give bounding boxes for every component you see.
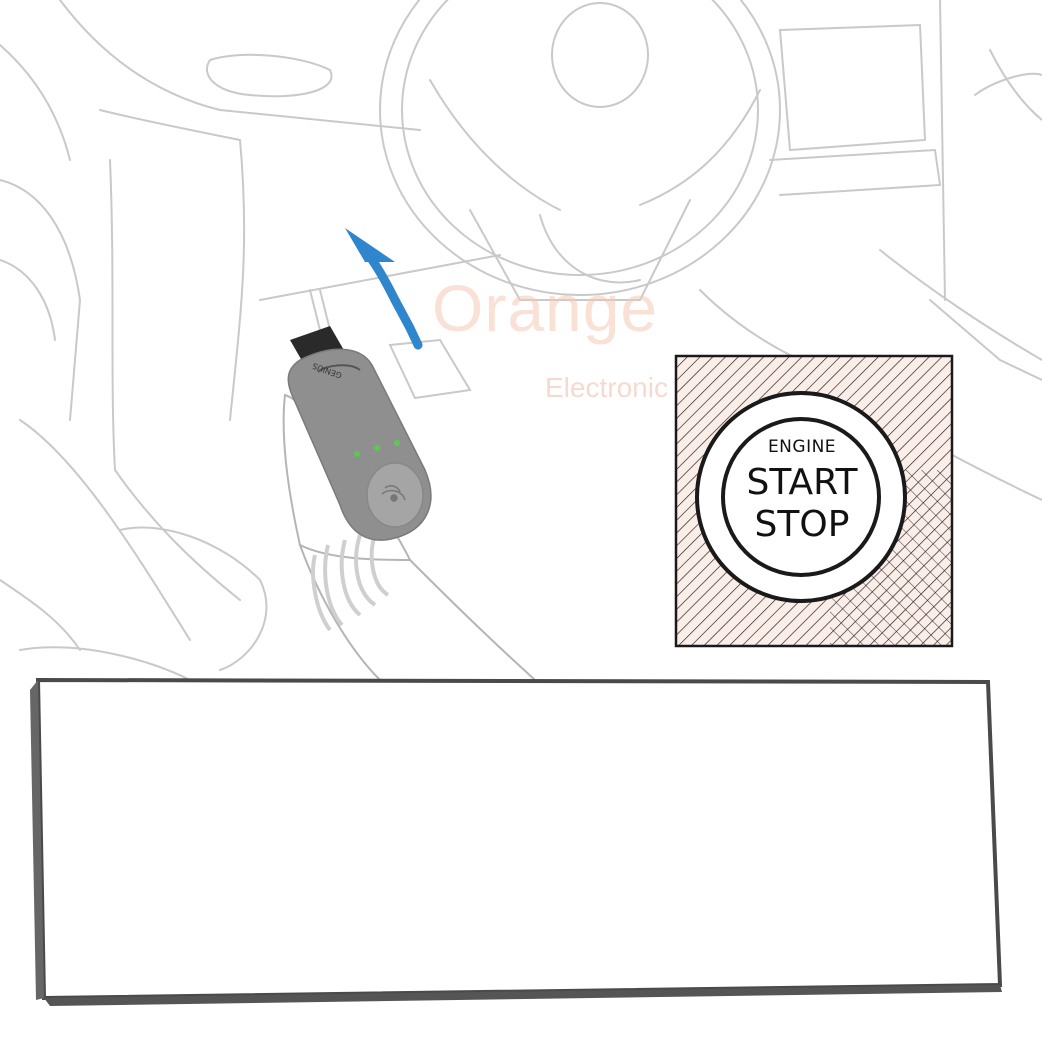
steering-wheel-outer xyxy=(379,0,781,296)
start-label: START xyxy=(746,462,858,503)
text-panel xyxy=(35,677,1003,1001)
steering-wheel-hub xyxy=(551,2,649,108)
start-stop-inset xyxy=(674,354,954,648)
stop-label: STOP xyxy=(754,504,850,545)
obd-port-outline xyxy=(388,338,472,400)
bracelet xyxy=(311,554,332,632)
engine-label: ENGINE xyxy=(767,437,837,457)
watermark-logo-text: Orange xyxy=(432,271,659,345)
insert-direction-arrow xyxy=(345,228,423,350)
watermark-subtext: Electronic xyxy=(545,372,668,403)
led-trigger xyxy=(354,451,360,457)
led-bluetooth xyxy=(374,445,380,451)
led-power xyxy=(394,440,400,446)
start-button-inner-ring xyxy=(721,417,881,577)
obd-dongle xyxy=(287,326,432,541)
